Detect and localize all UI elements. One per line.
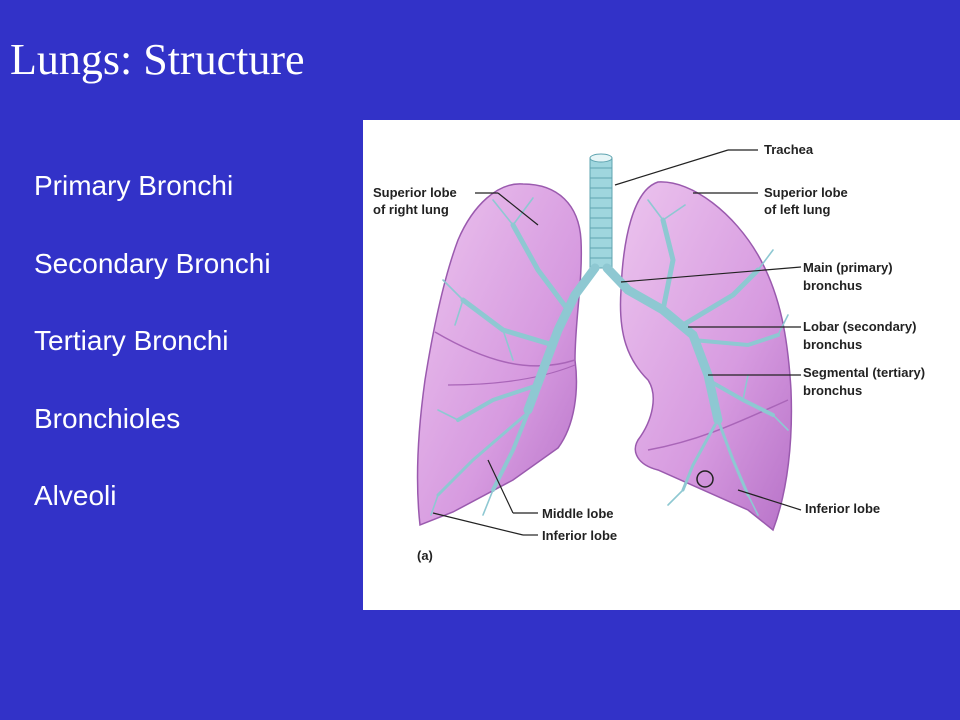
label-superior-left-1: Superior lobe <box>764 185 848 200</box>
label-lobar-2: bronchus <box>803 337 862 352</box>
label-superior-right-1: Superior lobe <box>373 185 457 200</box>
label-main-1: Main (primary) <box>803 260 893 275</box>
slide-title: Lungs: Structure <box>10 34 305 86</box>
label-trachea: Trachea <box>764 142 814 157</box>
bullet-primary-bronchi: Primary Bronchi <box>34 166 271 244</box>
label-lobar-1: Lobar (secondary) <box>803 319 916 334</box>
lung-diagram-figure: Trachea Superior lobe of right lung Supe… <box>363 120 960 610</box>
label-inferior-left: Inferior lobe <box>805 501 880 516</box>
left-lung <box>620 182 791 530</box>
label-inferior-right: Inferior lobe <box>542 528 617 543</box>
bullet-secondary-bronchi: Secondary Bronchi <box>34 244 271 322</box>
bullet-alveoli: Alveoli <box>34 476 271 554</box>
label-segmental-1: Segmental (tertiary) <box>803 365 925 380</box>
label-segmental-2: bronchus <box>803 383 862 398</box>
bullet-list: Primary Bronchi Secondary Bronchi Tertia… <box>34 166 271 554</box>
trachea <box>590 154 612 268</box>
bullet-bronchioles: Bronchioles <box>34 399 271 477</box>
label-panel-a: (a) <box>417 548 433 563</box>
label-main-2: bronchus <box>803 278 862 293</box>
lung-diagram: Trachea Superior lobe of right lung Supe… <box>363 120 960 610</box>
label-superior-right-2: of right lung <box>373 202 449 217</box>
label-superior-left-2: of left lung <box>764 202 830 217</box>
bullet-tertiary-bronchi: Tertiary Bronchi <box>34 321 271 399</box>
label-middle-lobe: Middle lobe <box>542 506 614 521</box>
